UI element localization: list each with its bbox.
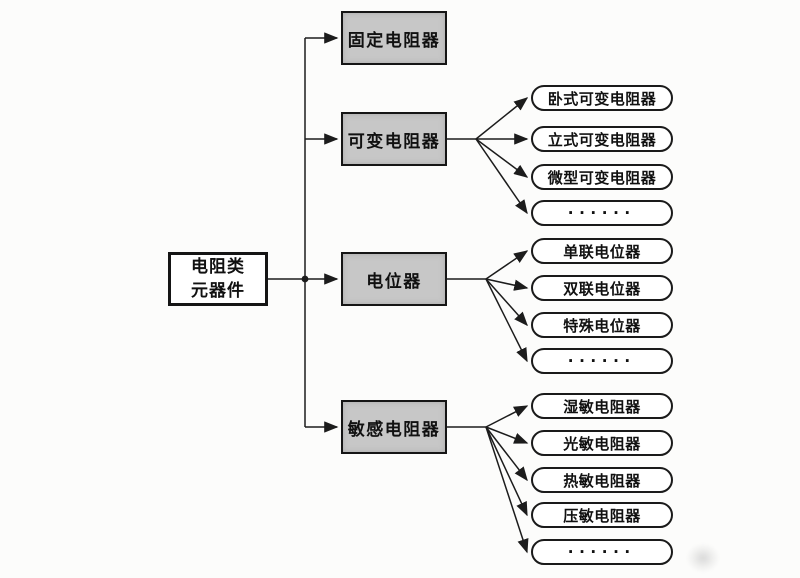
fan-arrow	[485, 426, 528, 517]
node-potentiometers: 电位器	[341, 252, 447, 306]
fan-arrow	[485, 426, 529, 444]
node-sensitive-resistors: 敏感电阻器	[341, 400, 447, 454]
fan-arrow	[485, 405, 529, 428]
fan-arrow	[485, 278, 529, 291]
node-root-resistor-components: 电阻类 元器件	[168, 252, 268, 306]
leaf-humidity-sensitive-resistor: 湿敏电阻器	[531, 393, 673, 419]
leaf-miniature-variable-resistor: 微型可变电阻器	[531, 164, 673, 190]
leaf-vertical-variable-resistor: 立式可变电阻器	[531, 126, 673, 152]
node-fixed-resistors: 固定电阻器	[341, 11, 447, 65]
fan-arrow	[485, 426, 529, 554]
leaf-dual-potentiometer: 双联电位器	[531, 275, 673, 301]
fan-arrow	[475, 97, 529, 140]
leaf-thermo-sensitive-resistor: 热敏电阻器	[531, 467, 673, 493]
leaf-variable-resistor-ellipsis: ······	[531, 200, 673, 226]
fan-arrow	[485, 278, 528, 327]
leaf-special-potentiometer: 特殊电位器	[531, 312, 673, 338]
trunk-group	[268, 32, 339, 433]
node-variable-resistors: 可变电阻器	[341, 112, 447, 166]
fan-arrow	[485, 278, 528, 363]
leaf-single-potentiometer: 单联电位器	[531, 238, 673, 264]
leaf-sensitive-resistor-ellipsis: ······	[531, 539, 673, 565]
fan-arrow	[485, 426, 528, 482]
junction-dot	[301, 275, 309, 283]
fan-potentiometer-group	[447, 250, 529, 363]
leaf-potentiometer-ellipsis: ······	[531, 348, 673, 374]
fan-arrow	[475, 138, 529, 178]
scan-smudge-artifact	[686, 543, 720, 573]
leaf-horizontal-variable-resistor: 卧式可变电阻器	[531, 85, 673, 111]
fan-arrow	[485, 250, 529, 280]
leaf-voltage-sensitive-resistor: 压敏电阻器	[531, 502, 673, 528]
fan-sensitive-group	[447, 405, 529, 554]
fan-variable-group	[447, 97, 529, 215]
fan-arrow	[475, 138, 528, 215]
leaf-photo-sensitive-resistor: 光敏电阻器	[531, 430, 673, 456]
